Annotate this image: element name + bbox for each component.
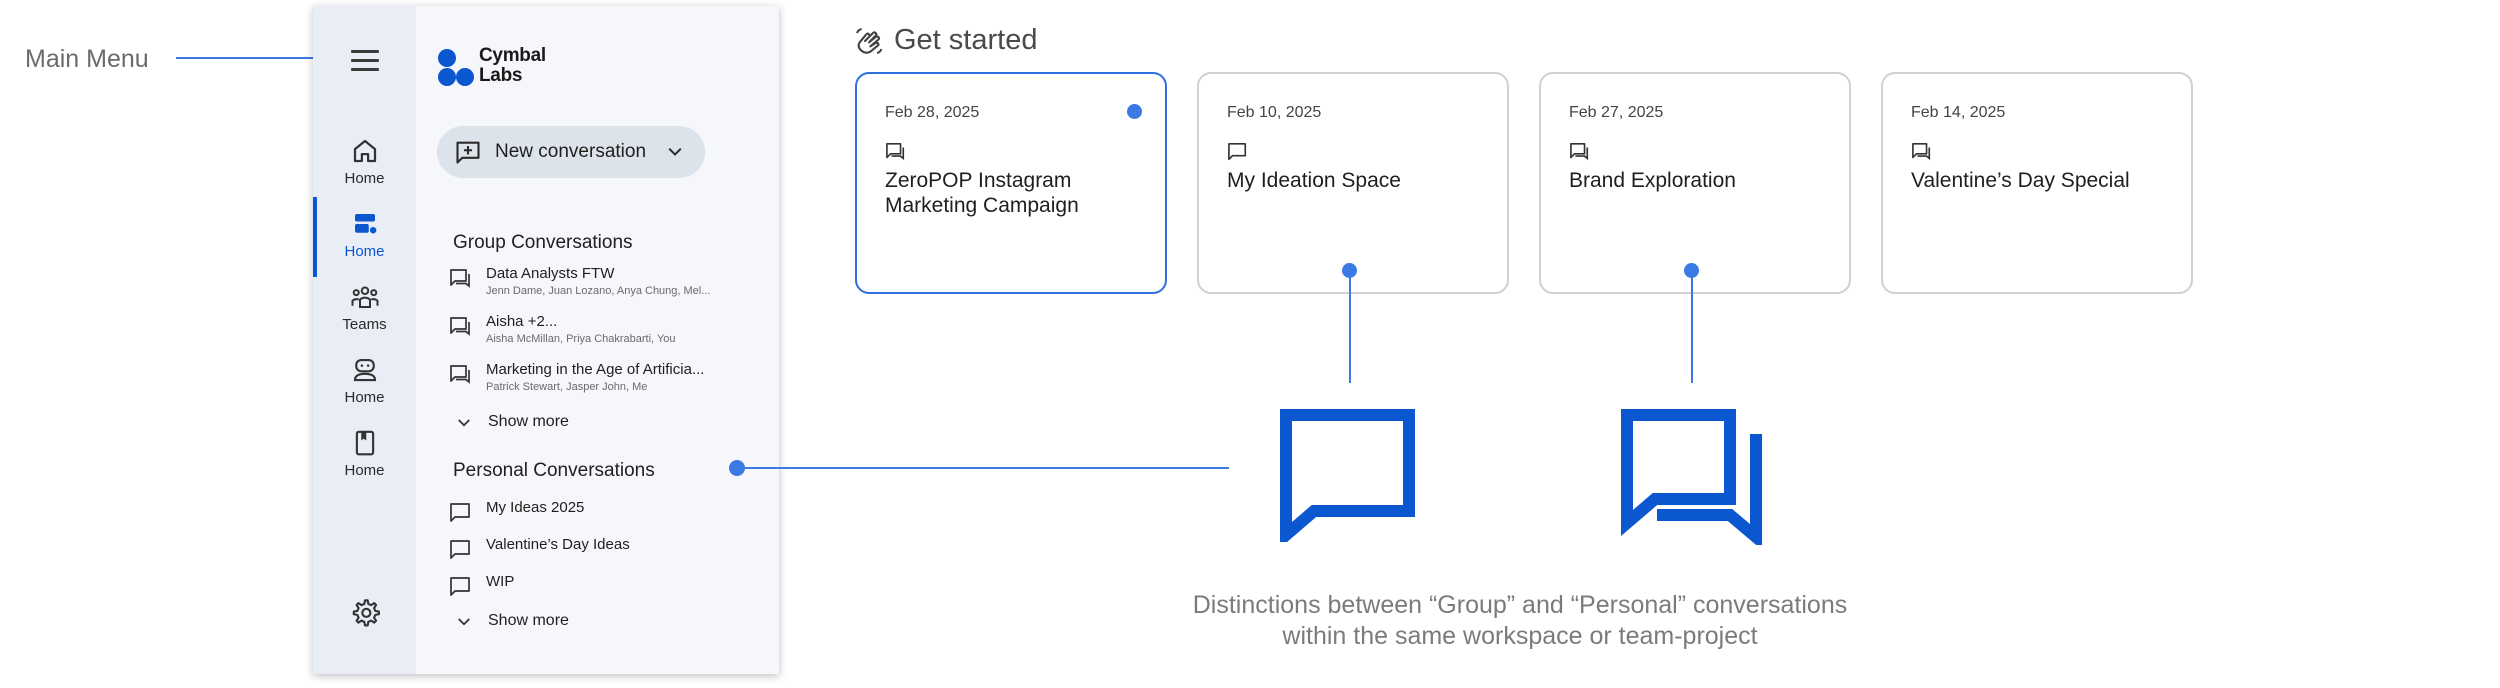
card-date: Feb 27, 2025 [1569,104,1664,121]
group-chat-large-icon [1621,409,1762,545]
chat-icon [450,577,470,596]
unread-dot [1127,104,1142,119]
caption-line-2: within the same workspace or team-projec… [1282,622,1758,650]
annotation-connector [176,57,334,59]
new-conversation-button[interactable]: New conversation [437,126,705,178]
app-window: Home Home Teams Home Home Cymbal Labs [313,6,779,674]
chat-icon [1228,143,1247,161]
logo-mark-icon [438,49,474,86]
rail-item-teams[interactable]: Teams [313,276,416,348]
show-more-label: Show more [488,612,569,629]
rail-item-label: Teams [342,316,387,333]
personal-show-more-button[interactable]: Show more [455,610,615,634]
chevron-down-icon [458,419,470,427]
rail-item-label: Home [344,389,385,406]
personal-conversations-heading: Personal Conversations [453,460,655,481]
rail-item-library[interactable]: Home [313,422,416,494]
show-more-label: Show more [488,413,569,430]
annotation-connector [1349,270,1351,383]
card-title: Valentine’s Day Special [1911,169,2130,192]
conversation-panel: Cymbal Labs New conversation Group Conve… [416,6,779,674]
conversation-title: Data Analysts FTW [486,265,615,282]
main-menu-annotation: Main Menu [25,45,149,73]
new-conversation-label: New conversation [495,141,647,162]
waving-hand-icon [856,27,883,55]
personal-chat-large-icon [1280,409,1415,542]
conversation-card[interactable]: Feb 10, 2025 My Ideation Space [1197,72,1509,294]
get-started-heading: Get started [894,24,1038,56]
annotation-connector [737,467,1229,469]
cymbal-labs-logo: Cymbal Labs [436,44,596,92]
brand-name-line2: Labs [479,65,523,86]
diagram-caption: Distinctions between “Group” and “Person… [1100,590,1940,652]
chevron-down-icon[interactable] [665,142,685,162]
chevron-down-icon [458,618,470,626]
card-title: My Ideation Space [1227,169,1401,192]
conversation-title: Aisha +2... [486,313,558,330]
card-title: ZeroPOP Instagram Marketing Campaign [885,169,1079,217]
rail-item-label: Home [344,462,385,479]
rail-item-bots[interactable]: Home [313,349,416,421]
workspace-icon [354,214,376,234]
group-conversations-heading: Group Conversations [453,232,633,253]
rail-item-workspace[interactable]: Home [313,197,416,277]
home-icon [353,139,376,163]
caption-line-1: Distinctions between “Group” and “Person… [1192,591,1848,619]
card-date: Feb 28, 2025 [885,104,980,121]
conversation-members: Aisha McMillan, Priya Chakrabarti, You [486,333,676,345]
card-title: Brand Exploration [1569,169,1736,192]
conversation-title: WIP [486,573,515,590]
group-chat-icon [1570,143,1589,161]
conversation-title: Marketing in the Age of Artificia... [486,361,705,378]
conversation-members: Patrick Stewart, Jasper John, Me [486,381,648,393]
conversation-card[interactable]: Feb 27, 2025 Brand Exploration [1539,72,1851,294]
group-chat-icon [450,365,470,384]
hamburger-menu-icon[interactable] [351,50,379,72]
annotation-connector [1691,270,1693,383]
conversation-card[interactable]: Feb 14, 2025 Valentine’s Day Special [1881,72,2193,294]
conversation-title: My Ideas 2025 [486,499,585,516]
group-chat-icon [450,317,470,336]
annotation-dot [729,460,745,476]
navigation-rail: Home Home Teams Home Home [313,6,416,674]
rail-item-label: Home [344,243,385,260]
chat-icon [450,540,470,559]
group-show-more-button[interactable]: Show more [455,411,615,435]
conversation-title: Valentine’s Day Ideas [486,536,630,553]
gear-icon[interactable] [349,597,381,629]
rail-item-label: Home [344,170,385,187]
brand-name-line1: Cymbal [479,45,546,66]
group-chat-icon [450,269,470,288]
bookmark-book-icon [355,430,374,456]
group-chat-icon [886,143,905,161]
conversation-members: Jenn Dame, Juan Lozano, Anya Chung, Mel.… [486,285,711,297]
group-chat-icon [1912,143,1931,161]
teams-icon [351,286,378,308]
rail-item-home[interactable]: Home [313,130,416,202]
card-date: Feb 10, 2025 [1227,104,1322,121]
card-date: Feb 14, 2025 [1911,104,2006,121]
conversation-card[interactable]: Feb 28, 2025 ZeroPOP Instagram Marketing… [855,72,1167,294]
bot-icon [353,358,376,382]
chat-icon [450,503,470,522]
add-chat-icon [456,141,480,164]
